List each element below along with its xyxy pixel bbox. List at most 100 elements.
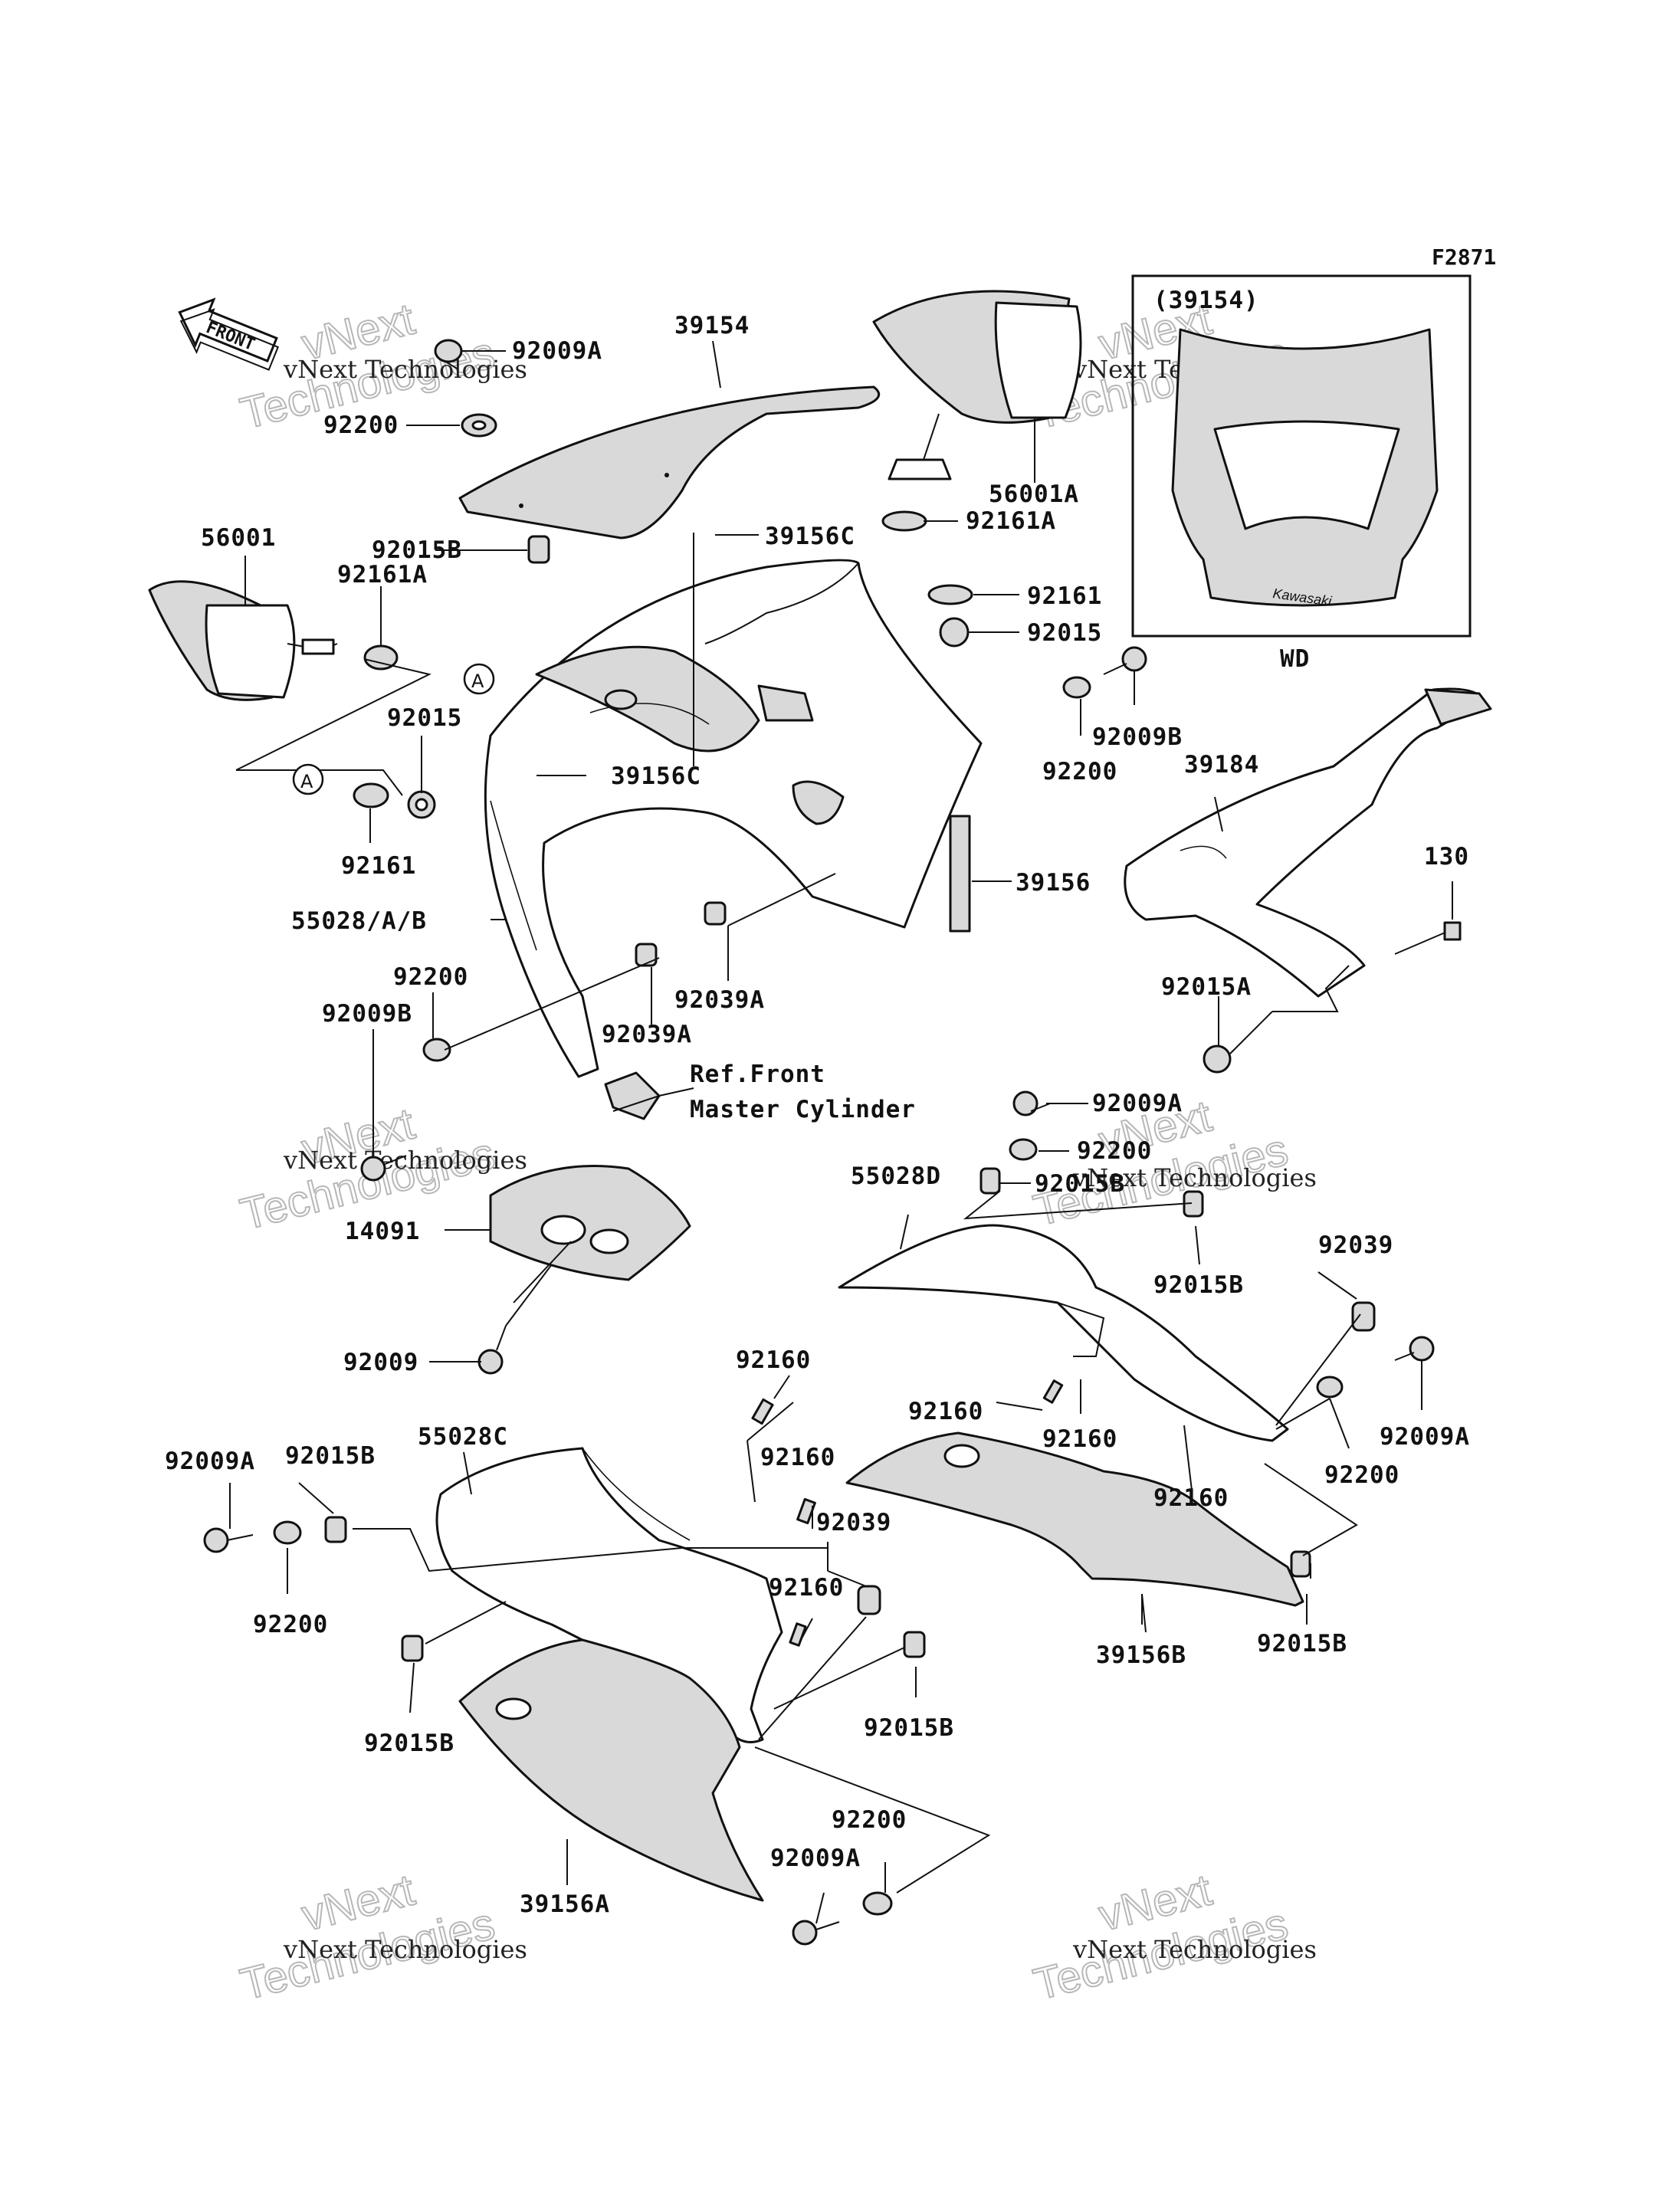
label-130: 130 xyxy=(1424,843,1469,871)
windshield-inset-cutout xyxy=(1213,420,1400,530)
label-39156A: 39156A xyxy=(520,1890,610,1918)
part-labels: 92009A 39154 92200 56001 92015B 39156C 9… xyxy=(165,312,1470,1918)
label-92015B: 92015B xyxy=(364,1730,454,1757)
svg-text:A: A xyxy=(471,671,484,692)
marker-a-left: A xyxy=(292,763,324,795)
bolt-92009A-bottom-icon xyxy=(792,1920,840,1946)
watermark-bottom-right: vNext Technologies vNext Technologies xyxy=(1028,1864,1317,2011)
bolt-92009A-left-icon xyxy=(203,1527,254,1553)
collar-92015B-mid-icon xyxy=(979,1167,1001,1195)
inner-cover-14091 xyxy=(489,1165,691,1281)
lower-cowl-55028D xyxy=(838,1224,1289,1442)
label-92015B: 92015B xyxy=(1035,1170,1125,1198)
rivet-92039A-b-icon xyxy=(635,943,658,967)
nut-92015A-icon xyxy=(1203,1044,1232,1074)
lower-cowl-55028C xyxy=(435,1447,783,1743)
grommet-92200-mid-icon xyxy=(1009,1138,1038,1161)
collar-92015B-top-icon xyxy=(527,535,550,564)
label-92009A: 92009A xyxy=(770,1844,861,1872)
label-92160: 92160 xyxy=(769,1574,844,1602)
inset-caption: WD xyxy=(1280,645,1310,673)
collar-92015B-left-icon xyxy=(324,1516,347,1543)
reference-line1: Ref.Front xyxy=(690,1061,825,1088)
label-39156B: 39156B xyxy=(1096,1641,1186,1669)
label-92009: 92009 xyxy=(343,1349,418,1376)
bolt-92009A-mid-icon xyxy=(1012,1090,1051,1117)
label-92039: 92039 xyxy=(1318,1231,1393,1259)
reference-line2: Master Cylinder xyxy=(690,1096,916,1123)
label-92015: 92015 xyxy=(1027,619,1102,647)
label-92009B: 92009B xyxy=(1092,723,1183,751)
label-92160: 92160 xyxy=(1042,1425,1117,1453)
label-92015B: 92015B xyxy=(372,536,462,564)
label-92009A: 92009A xyxy=(1380,1423,1470,1451)
label-92009A: 92009A xyxy=(1092,1090,1183,1117)
label-39154: 39154 xyxy=(674,312,750,339)
label-92161A: 92161A xyxy=(966,507,1056,535)
mirror-56001 xyxy=(148,580,338,701)
clip-92160-b-icon xyxy=(796,1497,816,1525)
svg-text:vNext Technologies: vNext Technologies xyxy=(283,1935,527,1964)
nut-92015-left-icon xyxy=(407,790,436,819)
svg-text:vNext Technologies: vNext Technologies xyxy=(283,355,527,384)
rivet-92039A-a-icon xyxy=(704,901,727,926)
inner-cover-39156A xyxy=(458,1638,764,1902)
clip-92160-d-icon xyxy=(1042,1379,1064,1404)
grommet-92200-bottom-icon xyxy=(862,1891,893,1916)
bolt-130-icon xyxy=(1394,921,1462,955)
rivet-92039-right-icon xyxy=(1351,1301,1376,1332)
label-92009A: 92009A xyxy=(512,337,602,365)
collar-92015B-center-icon xyxy=(903,1631,926,1658)
label-92015B: 92015B xyxy=(1257,1630,1347,1658)
label-92039A: 92039A xyxy=(602,1021,692,1048)
label-strip-39156-icon xyxy=(949,815,971,933)
label-92160: 92160 xyxy=(908,1398,983,1425)
label-14091: 14091 xyxy=(345,1218,420,1245)
label-55028-a-b: 55028/A/B xyxy=(291,907,427,935)
bolt-92009-icon xyxy=(477,1325,507,1375)
label-55028D: 55028D xyxy=(851,1162,941,1190)
figure-id: F2871 xyxy=(1432,244,1496,270)
windshield-39154 xyxy=(458,385,881,539)
label-92161: 92161 xyxy=(341,852,416,880)
svg-text:vNext Technologies: vNext Technologies xyxy=(1072,1935,1317,1964)
label-39156: 39156 xyxy=(1016,869,1091,897)
label-92015: 92015 xyxy=(387,704,462,732)
svg-text:A: A xyxy=(300,771,313,792)
master-cylinder-bracket xyxy=(604,1071,661,1120)
grommet-92161A-icon xyxy=(363,644,399,671)
upper-cowl-inner-panel xyxy=(535,645,760,753)
watermark-bottom-left: vNext Technologies vNext Technologies xyxy=(235,1864,527,2011)
rivet-92039-center-icon xyxy=(857,1585,881,1615)
label-56001: 56001 xyxy=(201,524,276,552)
grommet-92161-right-icon xyxy=(927,584,973,605)
grommet-92200-left-icon xyxy=(422,1038,451,1062)
marker-a-top: A xyxy=(463,663,495,695)
grommet-92200-top-icon xyxy=(461,413,497,438)
leader-lines xyxy=(229,340,1453,1924)
label-92009B: 92009B xyxy=(322,1000,412,1028)
label-92200: 92200 xyxy=(1042,758,1117,785)
grommet-92200-right2-icon xyxy=(1316,1376,1344,1399)
bolt-92009A-right-icon xyxy=(1394,1336,1435,1362)
bolt-92009B-right-icon xyxy=(1103,646,1147,675)
label-92200: 92200 xyxy=(1077,1137,1152,1165)
nut-92015-right-icon xyxy=(939,617,970,648)
label-92015B: 92015B xyxy=(285,1442,376,1470)
collar-92015B-left2-icon xyxy=(401,1635,424,1662)
label-39156C: 39156C xyxy=(611,762,701,790)
label-92039: 92039 xyxy=(816,1509,891,1536)
grommet-92161-left-icon xyxy=(353,782,389,808)
label-92160: 92160 xyxy=(1153,1484,1229,1512)
label-92161A: 92161A xyxy=(337,561,428,589)
label-92200: 92200 xyxy=(1324,1461,1399,1489)
label-55028C: 55028C xyxy=(418,1423,508,1451)
svg-text:vNext Technologies: vNext Technologies xyxy=(283,1146,527,1175)
label-39156C: 39156C xyxy=(765,523,855,550)
front-arrow-icon: FRONT xyxy=(178,297,280,371)
bolt-92009A-top-icon xyxy=(434,339,463,370)
label-92160: 92160 xyxy=(736,1346,811,1374)
collar-92015B-right-icon xyxy=(1290,1550,1311,1578)
label-92161: 92161 xyxy=(1027,582,1102,610)
